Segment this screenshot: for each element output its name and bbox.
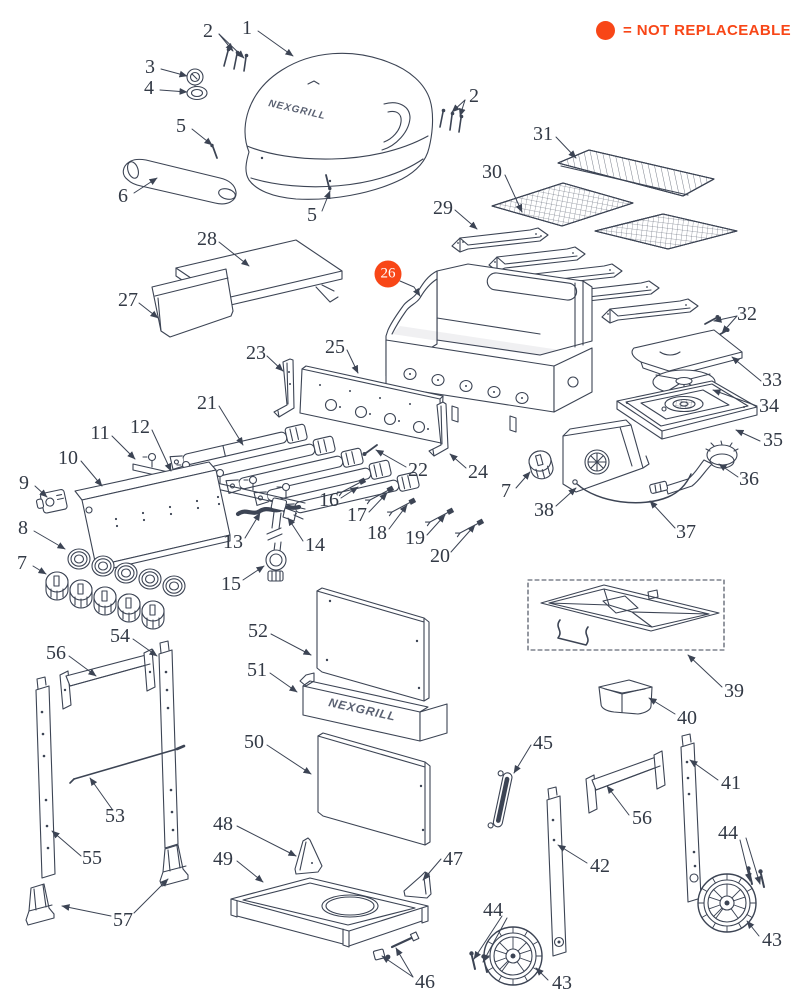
part-hose-37 [572,473,692,504]
part-rod-53 [69,744,186,784]
part-lid-1: NEXGRILL [244,52,434,200]
part-wheel-43-right [697,873,757,933]
part-logo-brace-51: NEXGRILL [299,672,448,742]
part-burner-tubes-21 [169,423,420,518]
part-side-burner-36 [649,440,739,495]
part-bottom-shelf-49 [230,877,429,948]
not-replaceable-dot [596,21,615,40]
part-bracket-48 [294,837,323,875]
part-heat-plates-29 [451,227,699,324]
part-cooking-grate-right-30 [594,213,738,250]
leader-lines [32,30,762,981]
part-leg-41 [680,733,702,903]
part-bracket-24 [428,401,449,457]
legend-not-replaceable: = NOT REPLACEABLE [596,21,791,40]
part-grease-tray-39 [527,579,725,651]
part-knob-bezels-8 [67,548,186,597]
part-handle-strip-45 [487,770,513,829]
part-leg-42 [546,786,567,957]
part-lid-screws-left-2 [223,47,249,72]
part-wheel-43-left [483,926,543,986]
part-leg-55 [35,676,56,879]
part-grease-cup-40 [598,679,653,715]
part-regulator-15 [265,511,287,582]
legend-text: = NOT REPLACEABLE [623,22,792,39]
part-brace-56-front [59,648,156,710]
part-screw-22 [362,444,378,456]
part-fasteners-46 [372,931,420,961]
part-gauge-bezel-4 [186,85,208,101]
part-side-control-panel-38 [562,419,650,493]
part-rear-panel-52 [316,587,430,702]
part-cooking-grate-left-30 [491,182,634,227]
part-screw-5-left [210,143,218,159]
part-door-panel-50 [317,732,431,846]
part-warming-rack-31 [557,149,715,197]
part-firebox-26 [385,263,593,433]
part-hose-13 [235,497,302,517]
part-handle-6 [122,158,237,205]
part-leg-54 [158,640,179,849]
part-feet-57 [25,844,189,926]
part-screw-5-bottom [325,174,332,191]
part-bracket-23 [273,358,295,418]
part-igniter-9 [35,489,68,514]
part-brace-56-rear [585,750,666,814]
part-knobs-7 [45,571,165,630]
part-control-panel-10 [74,461,231,573]
part-side-knob-7 [528,450,554,480]
part-grease-shield-27 [151,268,234,338]
